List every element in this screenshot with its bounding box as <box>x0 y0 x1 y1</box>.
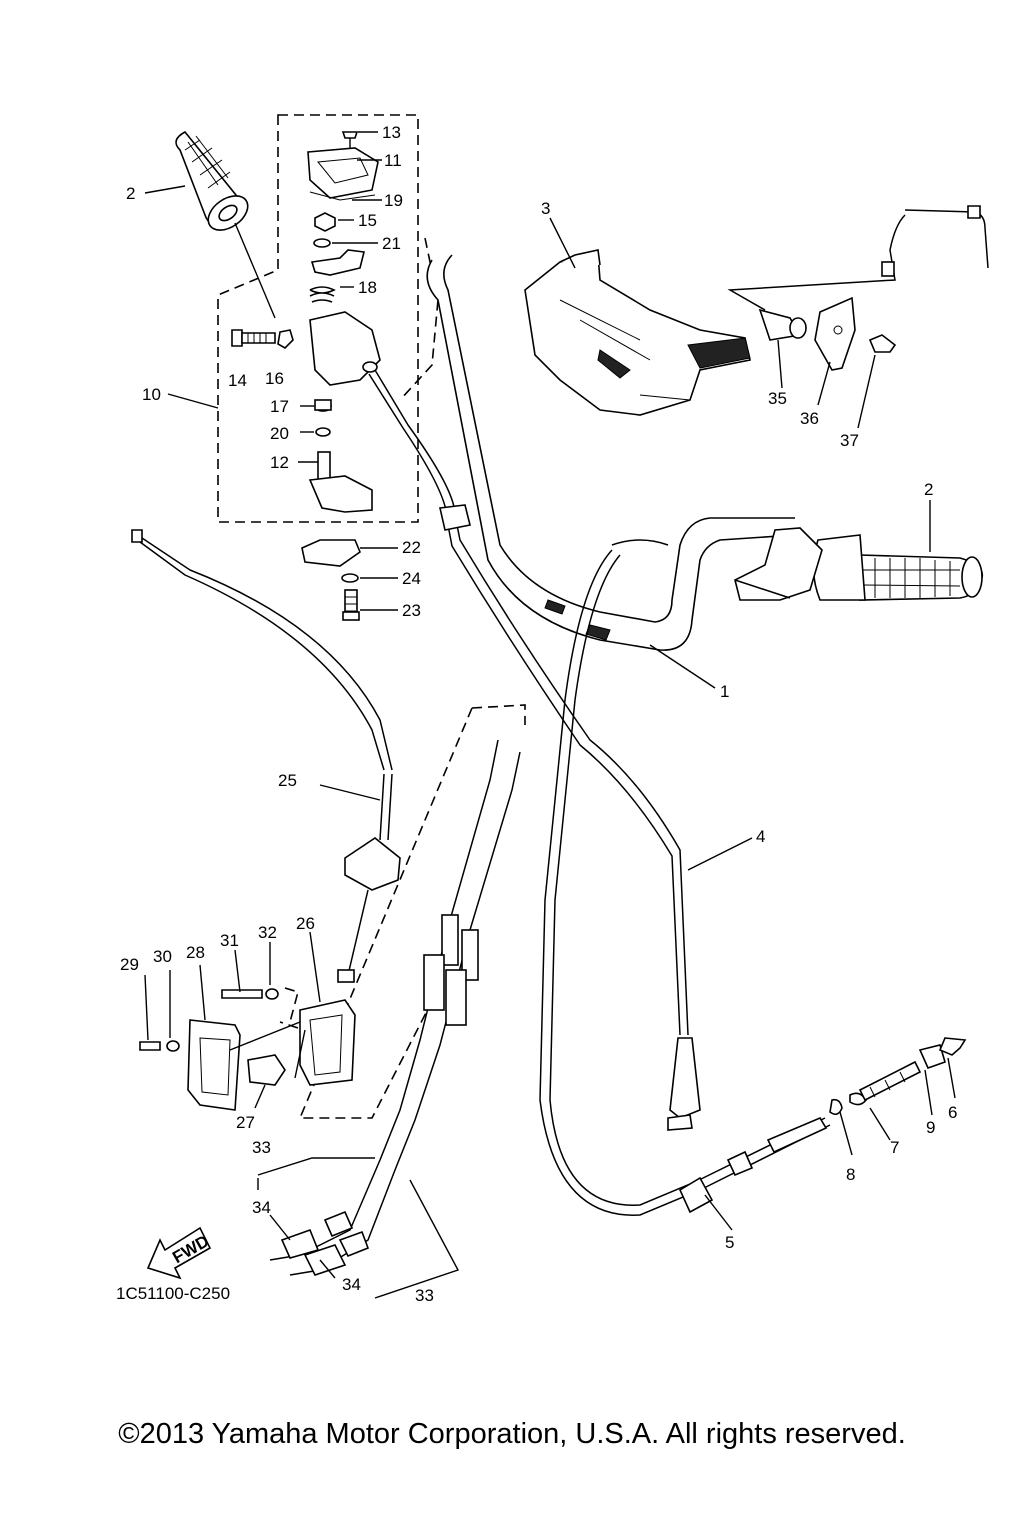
label-8: 8 <box>846 1165 855 1184</box>
diagram-code: 1C51100-C250 <box>116 1284 230 1303</box>
label-34-top: 34 <box>252 1198 271 1217</box>
label-14: 14 <box>228 371 247 390</box>
label-34-bottom: 34 <box>342 1275 361 1294</box>
label-17: 17 <box>270 397 289 416</box>
label-30: 30 <box>153 947 172 966</box>
label-22: 22 <box>402 538 421 557</box>
label-2-left: 2 <box>126 184 135 203</box>
label-25: 25 <box>278 771 297 790</box>
label-24: 24 <box>402 569 421 588</box>
leader-lines <box>144 131 956 1299</box>
label-2-right: 2 <box>924 480 933 499</box>
label-32: 32 <box>258 923 277 942</box>
label-23: 23 <box>402 601 421 620</box>
cable-routing-dashed <box>399 237 439 401</box>
label-13: 13 <box>382 123 401 142</box>
label-12: 12 <box>270 453 289 472</box>
label-11: 11 <box>384 151 402 170</box>
label-7: 7 <box>890 1138 899 1157</box>
label-15: 15 <box>358 211 377 230</box>
cable-4 <box>368 369 701 1131</box>
label-26: 26 <box>296 914 315 933</box>
handlebar <box>426 254 796 651</box>
cable-group-dashed-box <box>298 704 526 1119</box>
label-35: 35 <box>768 389 787 408</box>
right-grip <box>734 527 984 601</box>
label-37: 37 <box>840 431 859 450</box>
label-18: 18 <box>358 278 377 297</box>
label-1: 1 <box>720 682 729 701</box>
cable-25 <box>131 529 401 983</box>
switch-parts <box>139 988 356 1111</box>
throttle-assembly <box>231 131 381 513</box>
label-3: 3 <box>541 199 550 218</box>
label-19: 19 <box>384 191 403 210</box>
label-33-top: 33 <box>252 1138 271 1157</box>
label-20: 20 <box>270 424 289 443</box>
label-28: 28 <box>186 943 205 962</box>
upper-right-cable <box>727 205 989 371</box>
cable-5 <box>539 539 831 1216</box>
label-31: 31 <box>220 931 239 950</box>
adjuster-parts <box>829 1037 967 1116</box>
label-16: 16 <box>265 369 284 388</box>
handlebar-pad <box>524 249 751 416</box>
label-27: 27 <box>236 1113 255 1132</box>
bracket-dashed-group <box>279 987 299 1029</box>
cables-33-34 <box>269 739 521 1276</box>
label-6: 6 <box>948 1103 957 1122</box>
label-9: 9 <box>926 1118 935 1137</box>
copyright-notice: ©2013 Yamaha Motor Corporation, U.S.A. A… <box>118 1418 906 1450</box>
label-36: 36 <box>800 409 819 428</box>
label-5: 5 <box>725 1233 734 1252</box>
callout-labels: 2 13 11 19 15 21 18 14 16 10 17 20 12 22… <box>120 123 957 1305</box>
label-4: 4 <box>756 827 765 846</box>
left-grip <box>175 130 249 231</box>
fwd-arrow-icon: FWD <box>146 1226 212 1280</box>
label-29: 29 <box>120 955 139 974</box>
label-21: 21 <box>382 234 401 253</box>
label-33-bottom: 33 <box>415 1286 434 1305</box>
label-10: 10 <box>142 385 161 404</box>
clamp-parts <box>301 539 361 621</box>
